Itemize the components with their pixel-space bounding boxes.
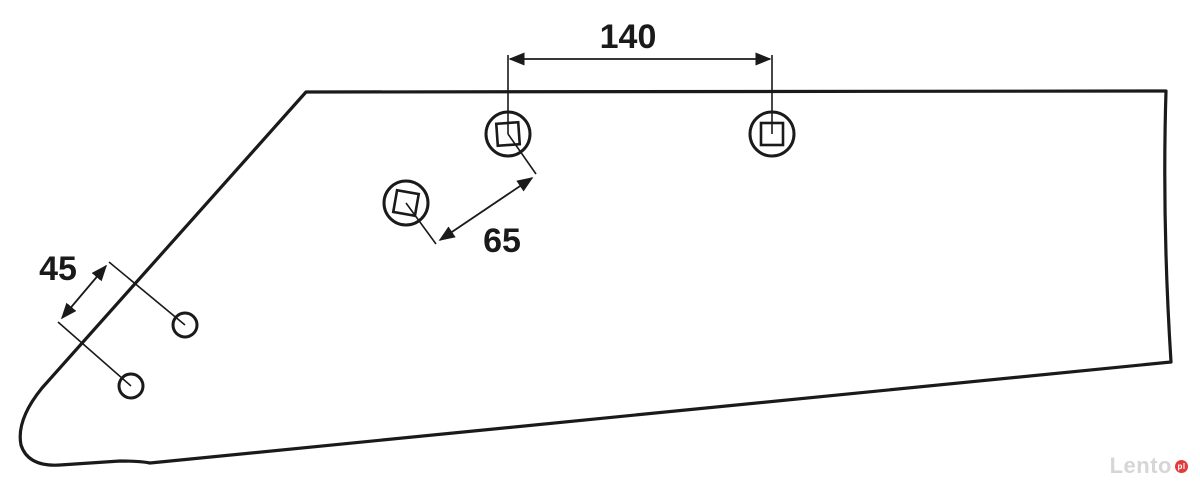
dimension-label-45: 45 (39, 250, 77, 288)
blade-outline (18, 89, 1173, 467)
lento-watermark: Lento pl (1110, 453, 1188, 479)
dimension-140 (507, 52, 773, 134)
watermark-text: Lento (1109, 453, 1172, 478)
dimension-label-140: 140 (600, 18, 657, 56)
dimension-65 (405, 133, 537, 245)
dimension-label-65: 65 (483, 222, 521, 260)
dimension-45 (57, 261, 186, 387)
watermark-badge: pl (1175, 459, 1188, 473)
